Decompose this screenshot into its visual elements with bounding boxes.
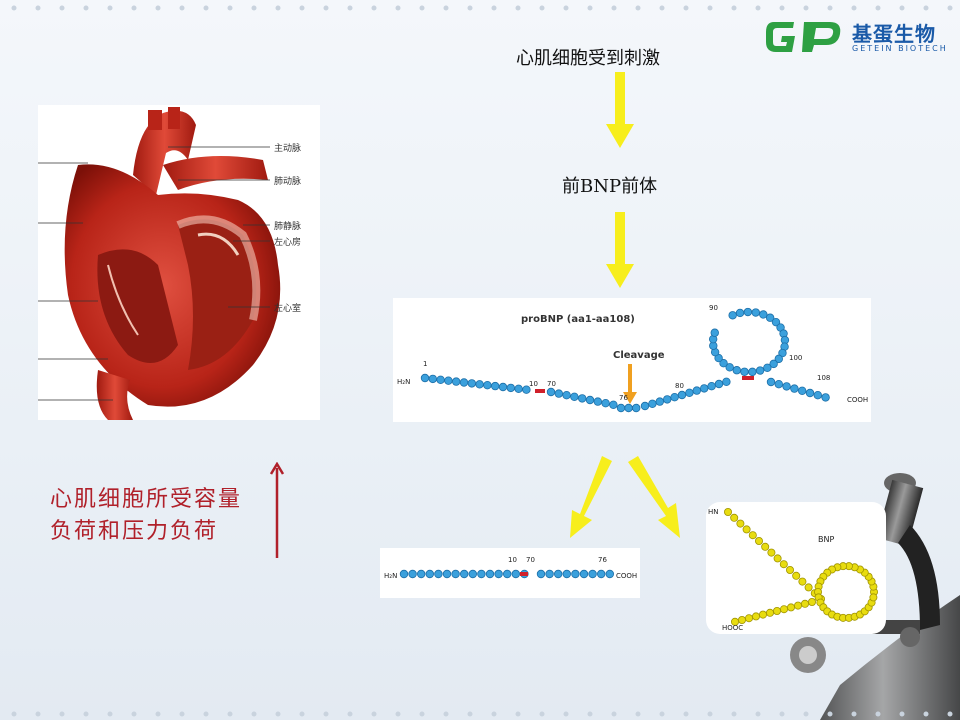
stress-description: 心肌细胞所受容量 负荷和压力负荷 xyxy=(50,484,242,548)
bottom-dot-border xyxy=(11,711,953,717)
gp-logo-icon xyxy=(766,22,841,52)
probnp-panel: proBNP (aa1-aa108) Cleavage H₂N COOH 1 1… xyxy=(393,298,871,422)
bnp-panel: HN HOOC BNP xyxy=(706,502,886,634)
heart-diagram-panel: 主动脉 肺动脉 肺静脉 左心房 左心室 xyxy=(38,105,320,420)
heart-label-pulmonary-artery: 肺动脉 xyxy=(274,177,302,187)
probnp-pos-108: 108 xyxy=(817,374,830,382)
arrow-down-2 xyxy=(606,212,634,288)
probnp-pos-70: 70 xyxy=(547,380,556,388)
top-dot-border xyxy=(11,5,953,11)
heart-label-left-atrium: 左心房 xyxy=(274,238,302,248)
logo-name-cn: 基蛋生物 xyxy=(852,22,936,46)
ntprobnp-pos-10: 10 xyxy=(508,556,517,564)
ntprobnp-pos-76: 76 xyxy=(598,556,607,564)
probnp-c-terminus: COOH xyxy=(847,396,868,404)
cleavage-label: Cleavage xyxy=(613,350,665,361)
ntprobnp-c-terminus: COOH xyxy=(616,572,637,580)
arrow-split-left xyxy=(570,456,612,538)
flow-step-stimulus: 心肌细胞受到刺激 xyxy=(516,48,660,69)
arrow-split-right xyxy=(628,456,680,538)
stress-line-1: 心肌细胞所受容量 xyxy=(50,487,243,512)
heart-illustration xyxy=(38,107,281,420)
bnp-label: BNP xyxy=(818,535,834,544)
probnp-pos-80: 80 xyxy=(675,382,684,390)
stress-line-2: 负荷和压力负荷 xyxy=(50,519,219,544)
ntprobnp-pos-70: 70 xyxy=(526,556,535,564)
bnp-n-terminus: HN xyxy=(708,508,719,516)
heart-label-pulmonary-vein: 肺静脉 xyxy=(274,222,302,232)
probnp-pos-1: 1 xyxy=(423,360,427,368)
probnp-n-terminus: H₂N xyxy=(397,378,410,386)
arrow-up-red xyxy=(269,462,285,558)
logo-name-en: GETEIN BIOTECH xyxy=(852,44,948,53)
probnp-pos-90: 90 xyxy=(709,304,718,312)
probnp-pos-10: 10 xyxy=(529,380,538,388)
probnp-chain-diagram: proBNP (aa1-aa108) Cleavage H₂N COOH 1 1… xyxy=(397,304,868,413)
probnp-pos-100: 100 xyxy=(789,354,802,362)
flow-step-pre-probnp: 前BNP前体 xyxy=(562,176,658,197)
microscope-illustration xyxy=(790,473,960,720)
arrow-down-1 xyxy=(606,72,634,148)
bnp-structure-diagram: HN HOOC BNP xyxy=(708,508,878,632)
bnp-c-terminus: HOOC xyxy=(722,624,743,632)
company-logo: 基蛋生物 GETEIN BIOTECH xyxy=(764,16,954,58)
heart-label-left-ventricle: 左心室 xyxy=(274,304,302,314)
ntprobnp-panel: H₂N COOH 10 70 76 xyxy=(380,548,640,598)
ntprobnp-chain-diagram: H₂N COOH 10 70 76 xyxy=(384,556,637,580)
ntprobnp-n-terminus: H₂N xyxy=(384,572,397,580)
probnp-pos-76: 76 xyxy=(619,394,628,402)
heart-label-aorta: 主动脉 xyxy=(274,144,302,154)
probnp-title: proBNP (aa1-aa108) xyxy=(521,314,635,325)
